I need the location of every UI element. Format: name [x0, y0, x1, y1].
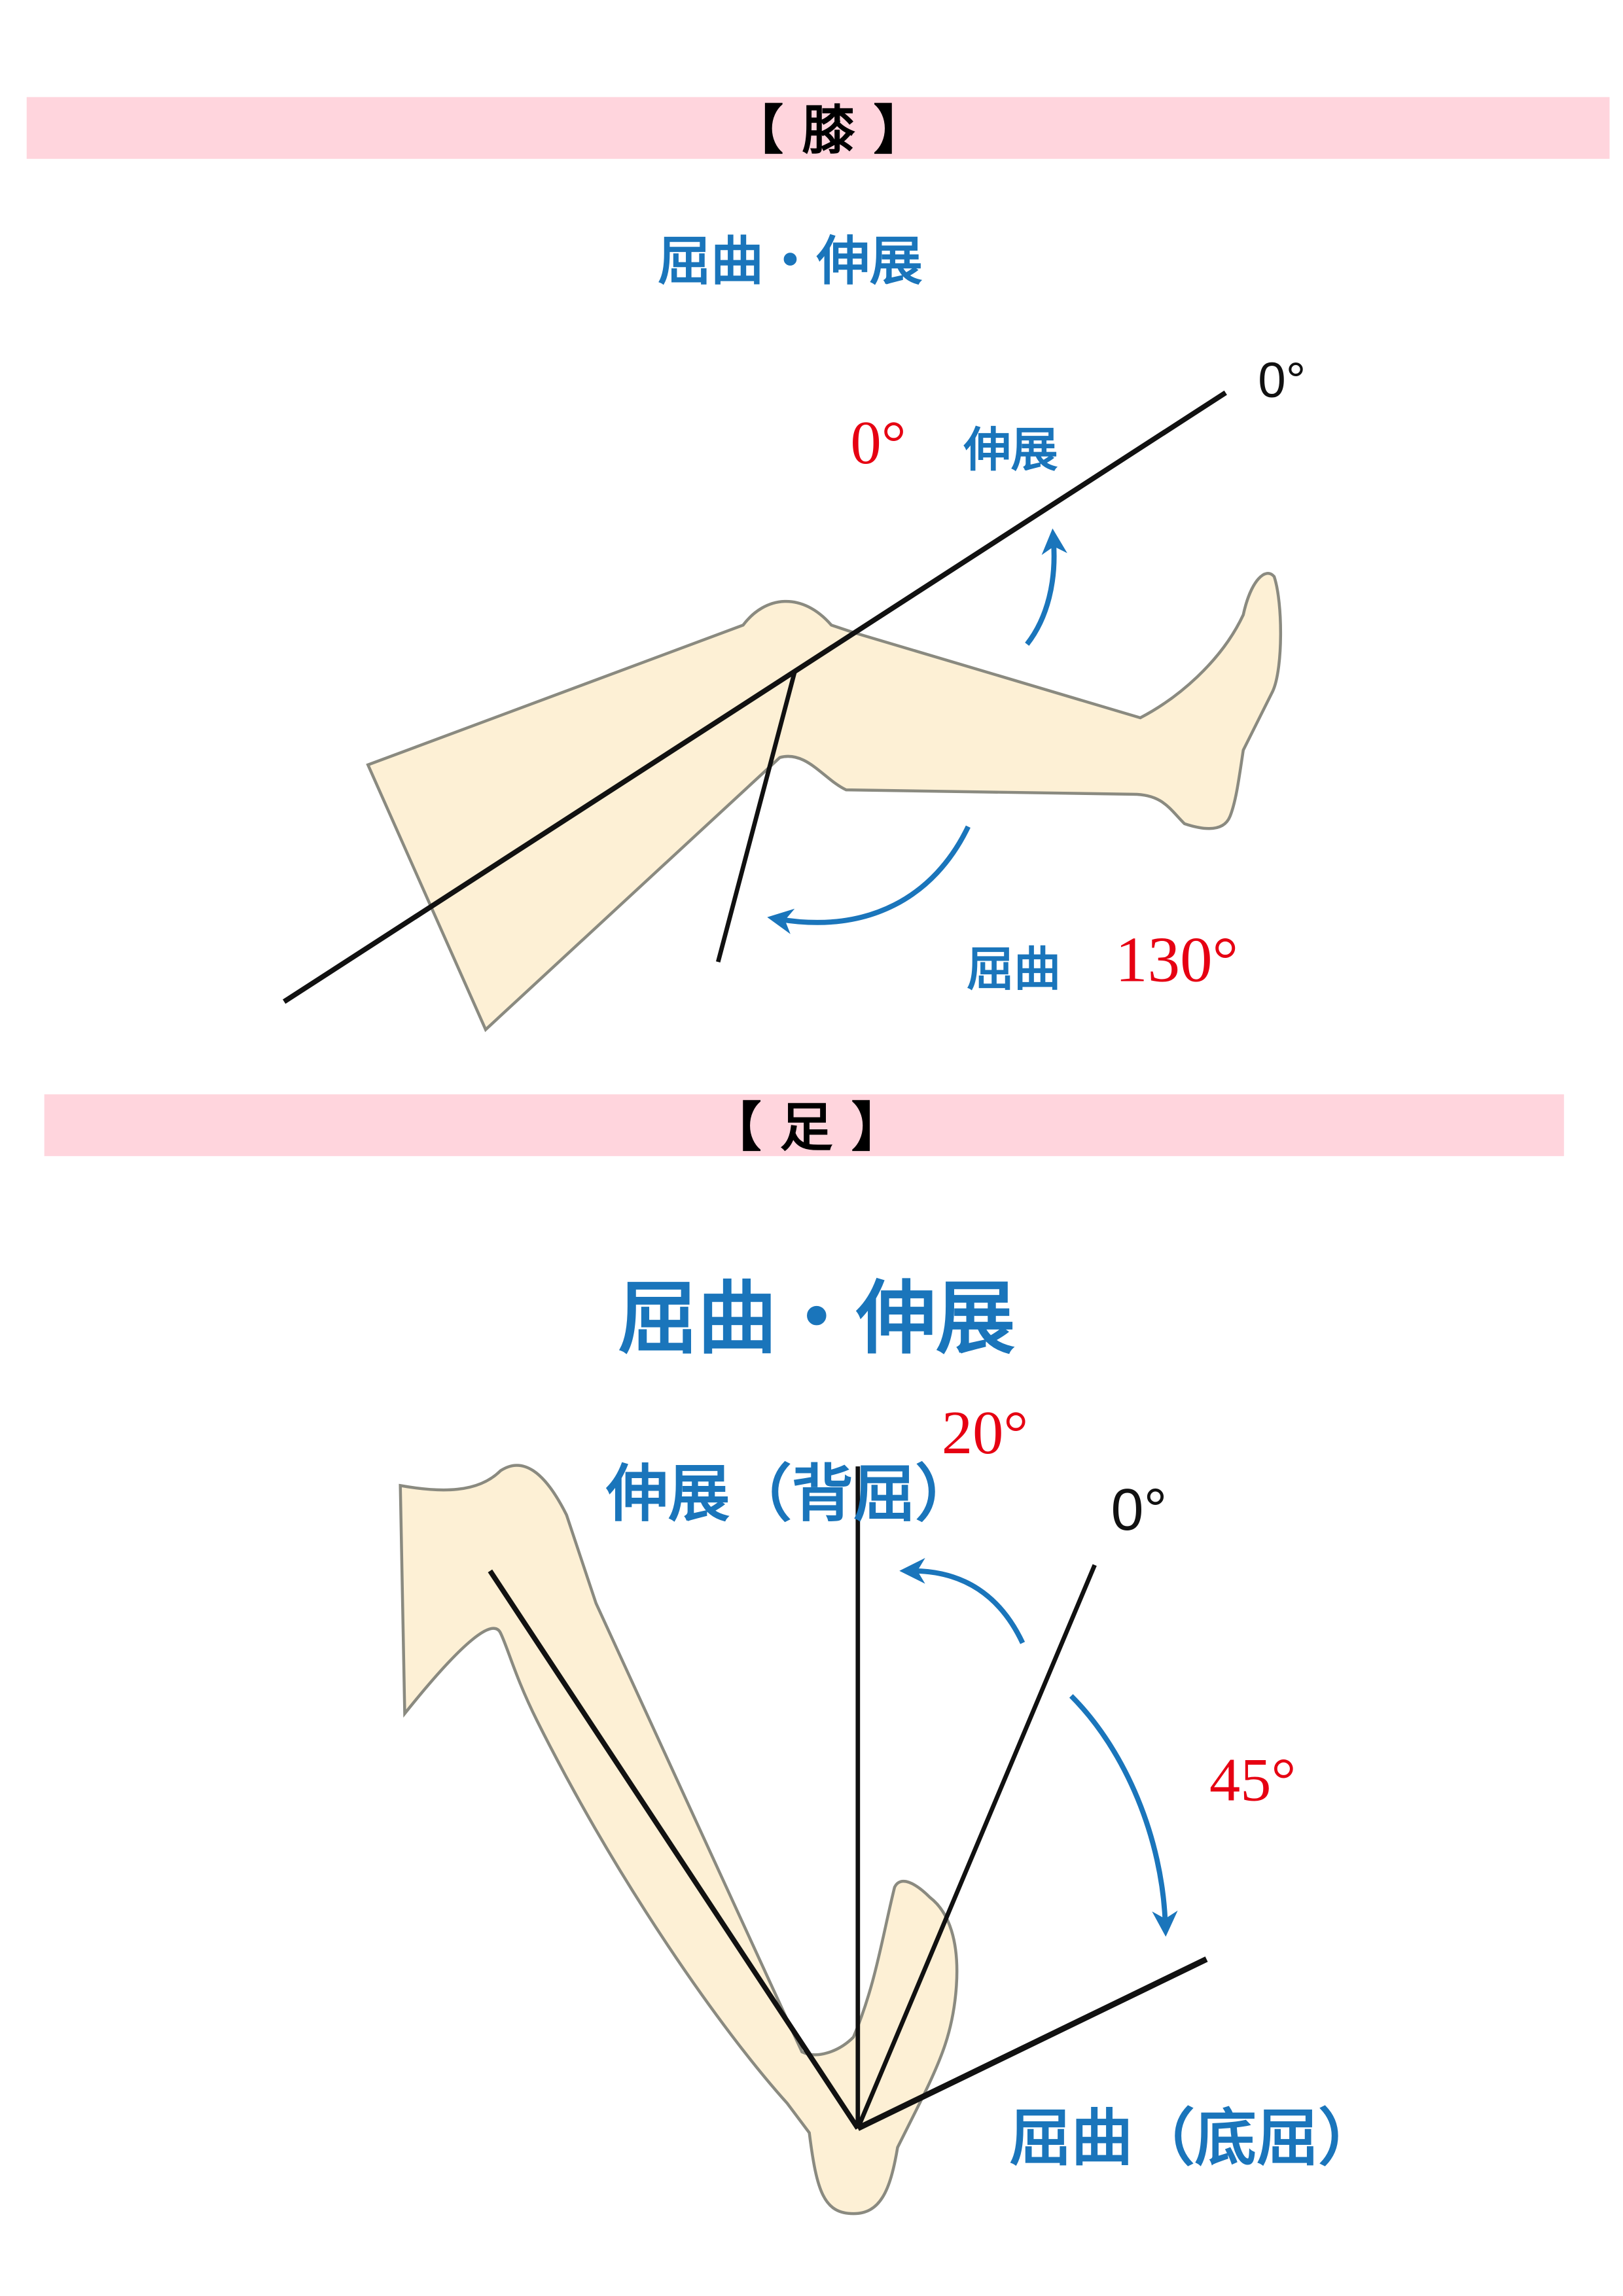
knee-title: 屈曲・伸展 [658, 231, 923, 292]
knee-extension-label: 伸展 [963, 423, 1058, 478]
knee-heading: 【 膝 】 [730, 99, 926, 162]
foot-title: 屈曲・伸展 [618, 1272, 1015, 1365]
knee-flexed-axis [715, 671, 797, 963]
knee-flexion-label: 屈曲 [967, 942, 1061, 997]
foot-heading: 【 足 】 [709, 1097, 904, 1159]
foot-zero-reference: 0° [1111, 1477, 1167, 1543]
dorsiflexion-arrow-icon [899, 1558, 1026, 1644]
knee-section: 【 膝 】 屈曲・伸展 0° 0° 伸展 屈曲 130° [26, 97, 1610, 1033]
knee-leg-illustration [366, 572, 1283, 1033]
flexion-arrow-icon [767, 825, 971, 934]
extension-arrow-icon [1025, 528, 1067, 646]
foot-leg-illustration [399, 1464, 959, 2216]
knee-extension-value: 0° [851, 409, 906, 477]
foot-banner [44, 1094, 1564, 1156]
foot-flexion-value: 45° [1209, 1746, 1296, 1814]
foot-extension-label: 伸展（背屈） [605, 1458, 976, 1530]
foot-zero-axis [855, 1564, 1097, 2130]
knee-banner [26, 97, 1610, 159]
foot-flexion-label: 屈曲（底屈） [1009, 2102, 1380, 2174]
knee-thigh-axis [282, 390, 1227, 1004]
knee-flexion-value: 130° [1115, 924, 1238, 995]
foot-tibia-axis [488, 1569, 861, 2130]
foot-section: 【 足 】 屈曲・伸展 伸展（背屈） 20° 0° 45° 屈曲（底屈） [44, 1094, 1564, 2216]
foot-extension-value: 20° [942, 1399, 1028, 1467]
knee-zero-reference: 0° [1258, 353, 1306, 408]
foot-plantarflexion-axis [856, 1956, 1208, 2131]
plantarflexion-arrow-icon [1069, 1694, 1178, 1937]
